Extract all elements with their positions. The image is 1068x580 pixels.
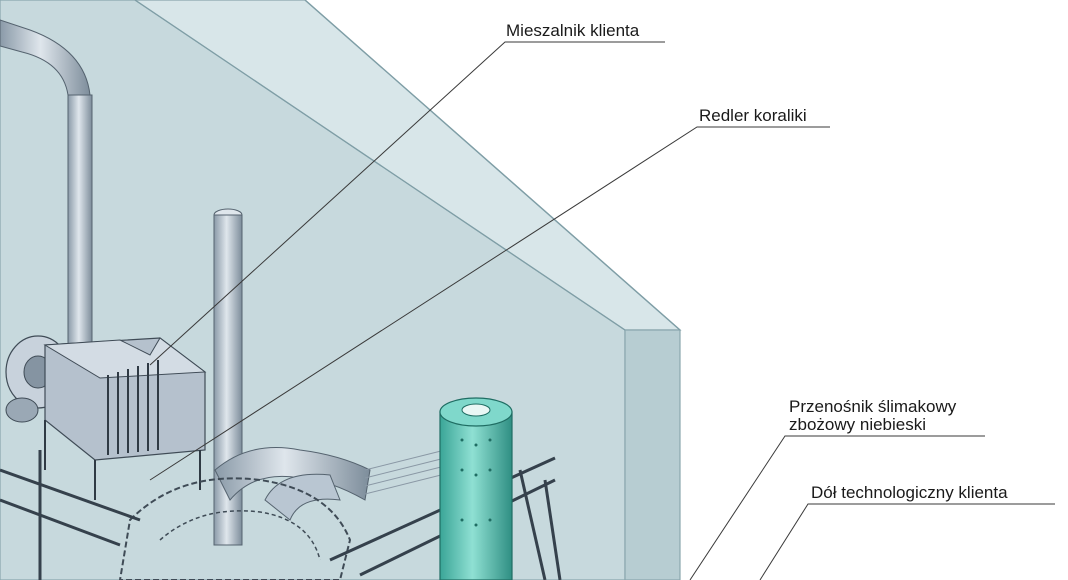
room-edge	[134, 0, 626, 331]
hose-bundle	[364, 449, 446, 495]
room-enclosure	[0, 0, 682, 580]
ring-outer	[118, 477, 352, 580]
silo-body	[439, 411, 513, 580]
leader-chain-conveyor	[149, 126, 830, 481]
callout-pit: Dół technologiczny klienta	[811, 483, 1008, 502]
housing-legs	[44, 420, 201, 500]
silo-bolts	[460, 438, 492, 527]
silo	[439, 397, 513, 580]
room-side-wall	[624, 329, 681, 580]
ring-frame	[118, 477, 352, 580]
ring-inner	[159, 510, 321, 561]
room-edge	[304, 0, 681, 331]
duct-vertical	[67, 94, 93, 346]
filter-housing	[43, 337, 207, 500]
leader-pit	[759, 503, 1055, 580]
housing-top	[43, 337, 207, 379]
callout-leaders	[149, 41, 1055, 580]
leader-screw-conveyor	[689, 435, 985, 580]
silo-opening	[461, 403, 491, 417]
callout-mixer: Mieszalnik klienta	[506, 21, 640, 40]
housing-ribs	[107, 360, 159, 455]
callout-screw-conveyor-line2: zbożowy niebieski	[789, 415, 927, 434]
callout-screw-conveyor-line1: Przenośnik ślimakowy	[789, 397, 957, 416]
leader-mixer	[149, 41, 665, 366]
callout-chain-conveyor: Redler koraliki	[699, 106, 807, 125]
fan-motor	[5, 397, 39, 423]
